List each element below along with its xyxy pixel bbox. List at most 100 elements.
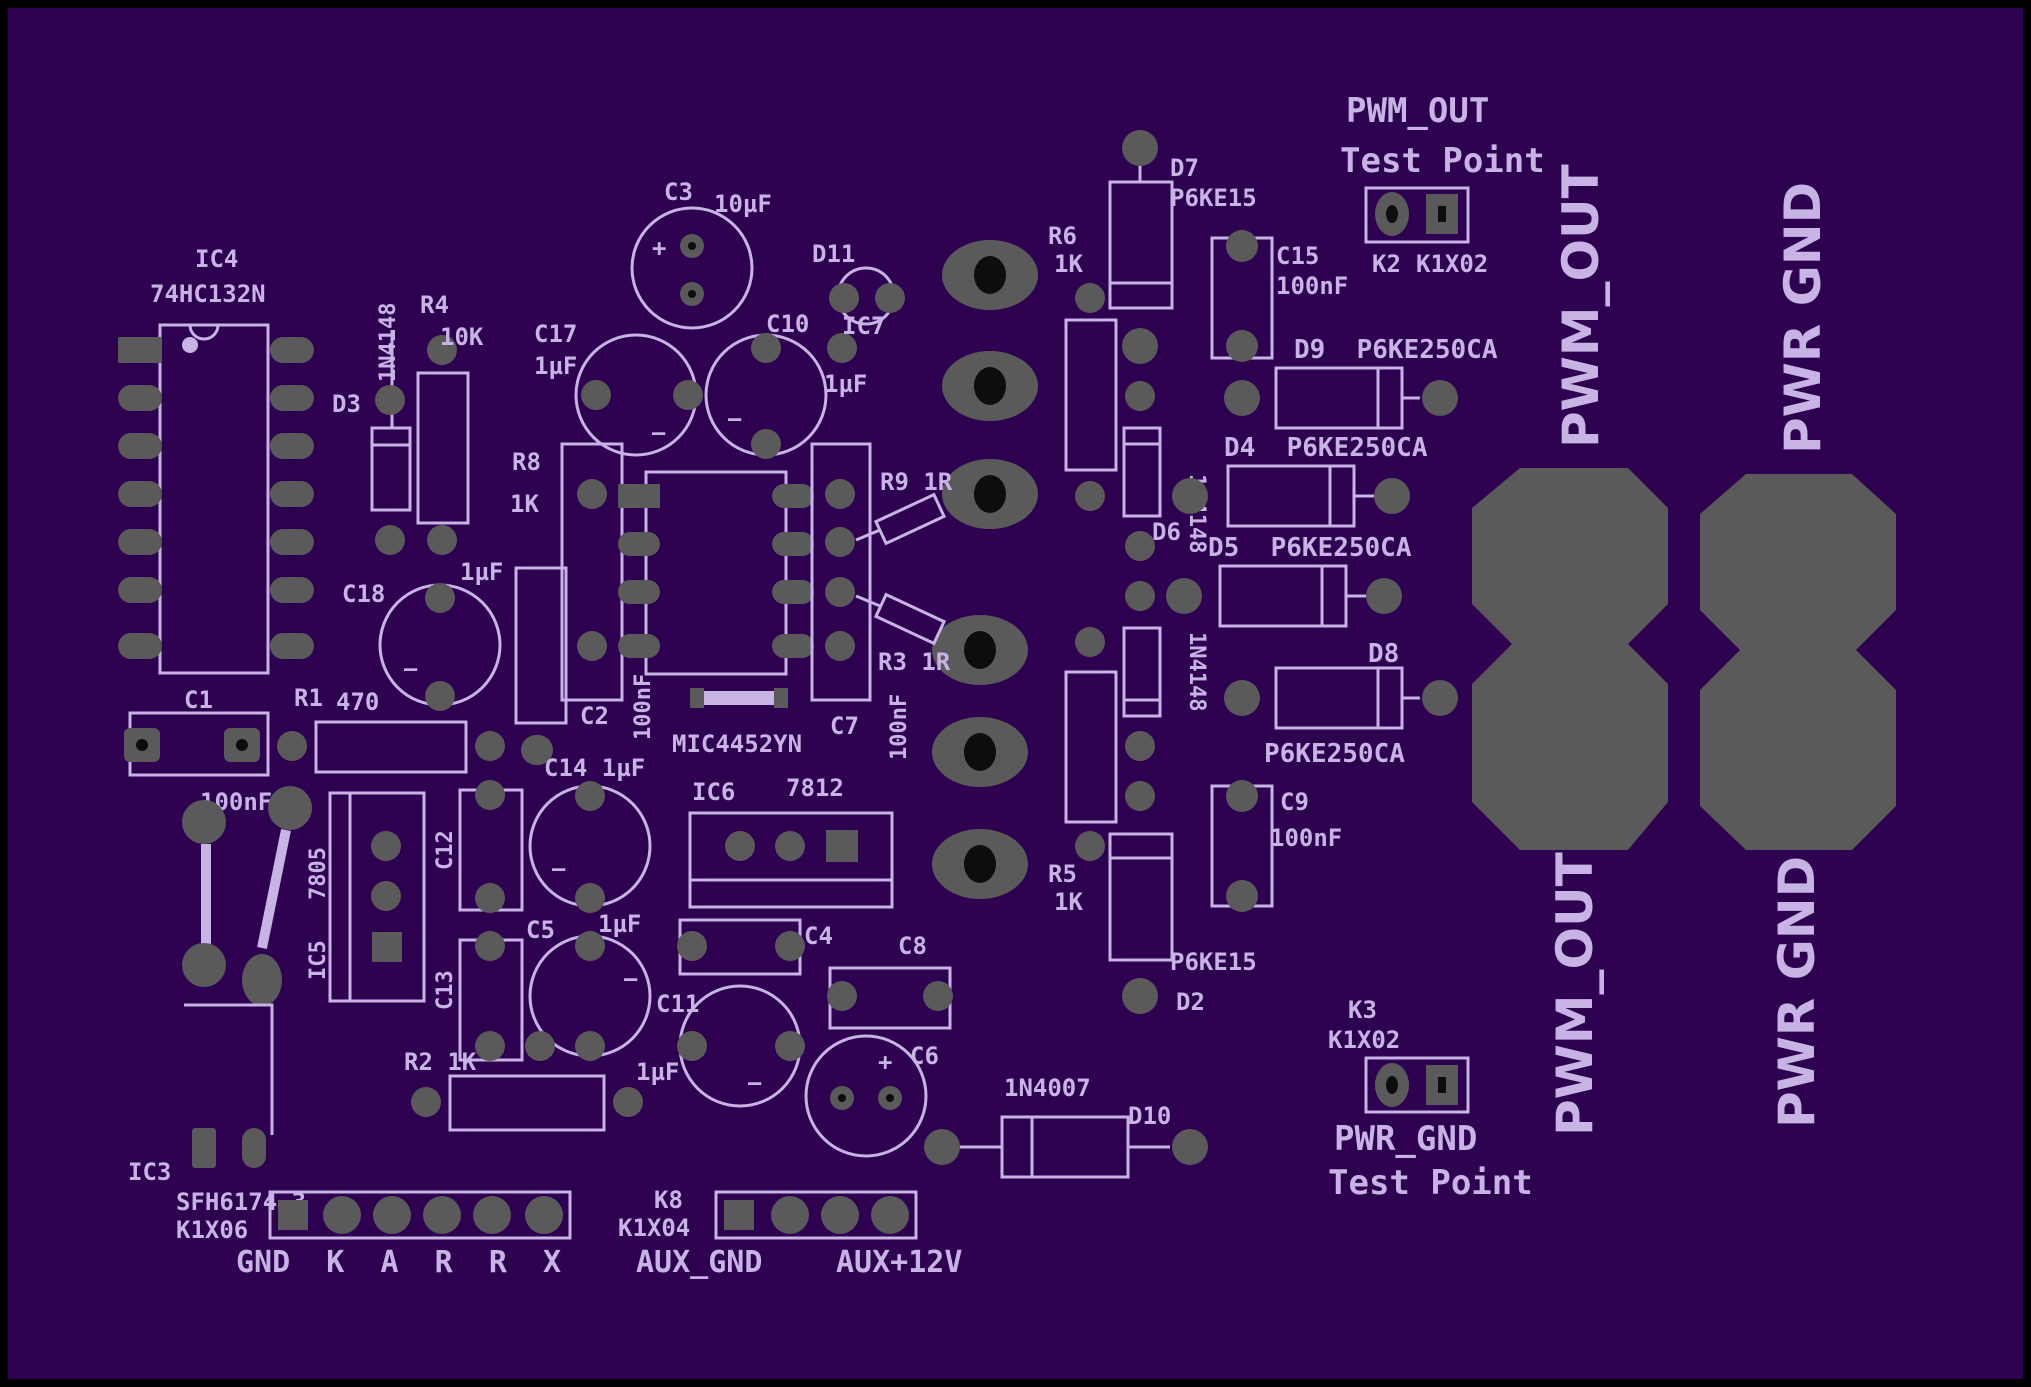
- ic5-part-label: 7805: [306, 847, 331, 900]
- c2-value: 100nF: [631, 674, 656, 740]
- aux-12v-label: AUX+12V: [836, 1245, 962, 1280]
- d9-label: D9 P6KE250CA: [1294, 335, 1498, 365]
- d2-body: [1108, 832, 1174, 962]
- r5-body: [1064, 670, 1118, 824]
- ic5-body: [328, 791, 426, 1003]
- c1-label: C1: [184, 686, 213, 714]
- d2-part-label: P6KE15: [1170, 948, 1257, 976]
- pwr-gnd-tp-subtitle: Test Point: [1328, 1163, 1533, 1203]
- k1x02-bottom-label: K1X02: [1328, 1026, 1400, 1054]
- svg-text:+: +: [652, 234, 666, 262]
- d1-body: [1122, 626, 1162, 718]
- c7-value: 100nF: [887, 694, 912, 760]
- r6-label: R6: [1048, 222, 1077, 250]
- c6-label: C6: [910, 1042, 939, 1070]
- c8-label: C8: [898, 932, 927, 960]
- k1x06-connector: [268, 1190, 572, 1240]
- r8-value: 1K: [510, 490, 539, 518]
- r9-body: [873, 492, 947, 546]
- c2-body: [560, 442, 624, 702]
- r1-label: R1: [294, 684, 323, 712]
- r5-label: R5: [1048, 860, 1077, 888]
- ic4-label: IC4: [195, 245, 238, 273]
- pwr-gnd-terminal: [1700, 474, 1896, 850]
- d7-part-label: P6KE15: [1170, 184, 1257, 212]
- svg-text:–: –: [404, 657, 418, 682]
- k8-label: K8: [654, 1186, 683, 1214]
- r9-label: R9 1R: [880, 468, 953, 496]
- c7-body: [810, 442, 872, 702]
- c5-value: 1µF: [598, 910, 641, 938]
- r4-value: 10K: [440, 323, 484, 351]
- svg-text:+: +: [878, 1048, 892, 1076]
- c14-label: C14 1µF: [544, 754, 645, 782]
- ic3-label: IC3: [128, 1158, 171, 1186]
- r2-body: [448, 1074, 606, 1132]
- d4-label: D4 P6KE250CA: [1224, 433, 1428, 463]
- pwm-out-terminal: [1472, 468, 1668, 850]
- k3-label: K3: [1348, 996, 1377, 1024]
- c10-value: 1µF: [824, 370, 867, 398]
- pwm-out-tp-title: PWM_OUT: [1346, 91, 1489, 131]
- k3-header: [1364, 1056, 1470, 1114]
- aux-gnd-label: AUX_GND: [636, 1245, 762, 1280]
- svg-text:–: –: [748, 1071, 762, 1096]
- r1-body: [314, 720, 468, 774]
- c9-value: 100nF: [1270, 824, 1342, 852]
- d1-part-label: 1N4148: [1184, 632, 1209, 711]
- k1x06-label: K1X06: [176, 1216, 248, 1244]
- c3-label: C3: [664, 178, 693, 206]
- c3-value: 10µF: [714, 190, 772, 218]
- pwm-out-big-bottom: PWM_OUT: [1546, 852, 1604, 1136]
- d6-label: D6: [1152, 518, 1181, 546]
- c17-value: 1µF: [534, 352, 577, 380]
- c4-label: C4: [804, 922, 833, 950]
- d7-label: D7: [1170, 154, 1199, 182]
- svg-text:–: –: [728, 407, 742, 432]
- c15-value: 100nF: [1276, 272, 1348, 300]
- pwr-gnd-tp-title: PWR_GND: [1334, 1119, 1477, 1159]
- r4-body: [416, 371, 470, 525]
- c3-outline: [630, 206, 754, 330]
- pwr-gnd-big-top: PWR GND: [1774, 182, 1832, 454]
- c18-label: C18: [342, 580, 385, 608]
- d2-label: D2: [1176, 988, 1205, 1016]
- ic6-label: IC6: [692, 778, 735, 806]
- r5-value: 1K: [1054, 888, 1083, 916]
- ic6-part-label: 7812: [786, 774, 844, 802]
- d3-label: D3: [332, 390, 361, 418]
- ic4-part-label: 74HC132N: [150, 280, 266, 308]
- ic4-footprint: [118, 323, 314, 675]
- pwm-out-big-top: PWM_OUT: [1552, 164, 1610, 448]
- ic6-body: [688, 811, 894, 909]
- c11-value: 1µF: [636, 1058, 679, 1086]
- r8-label: R8: [512, 448, 541, 476]
- d3-part-label: 1N4148: [376, 303, 401, 382]
- r8-body: [514, 566, 568, 725]
- ic7-label: IC7: [842, 312, 885, 340]
- ic5-label: IC5: [306, 940, 331, 980]
- c7-label: C7: [830, 712, 859, 740]
- d11-label: D11: [812, 240, 855, 268]
- r1-value: 470: [336, 688, 379, 716]
- c13-label: C13: [433, 970, 458, 1010]
- r3-label: R3 1R: [878, 648, 951, 676]
- k1x02-top-label: K1X02: [1416, 250, 1488, 278]
- c6-outline: [804, 1034, 928, 1158]
- large-oval-pads: [932, 240, 1038, 899]
- svg-text:–: –: [624, 967, 638, 992]
- c15-label: C15: [1276, 242, 1319, 270]
- k1x04-connector: [714, 1190, 918, 1240]
- pwr-gnd-big-bottom: PWR GND: [1768, 856, 1826, 1128]
- mic-label: MIC4452YN: [672, 730, 802, 758]
- k1x06-pin-labels: GND K A R R X: [236, 1245, 561, 1280]
- c10-label: C10: [766, 310, 809, 338]
- c5-label: C5: [526, 916, 555, 944]
- svg-text:–: –: [552, 857, 566, 882]
- d6-body: [1122, 426, 1162, 518]
- k1x04-label: K1X04: [618, 1214, 690, 1242]
- c9-label: C9: [1280, 788, 1309, 816]
- r6-body: [1064, 318, 1118, 472]
